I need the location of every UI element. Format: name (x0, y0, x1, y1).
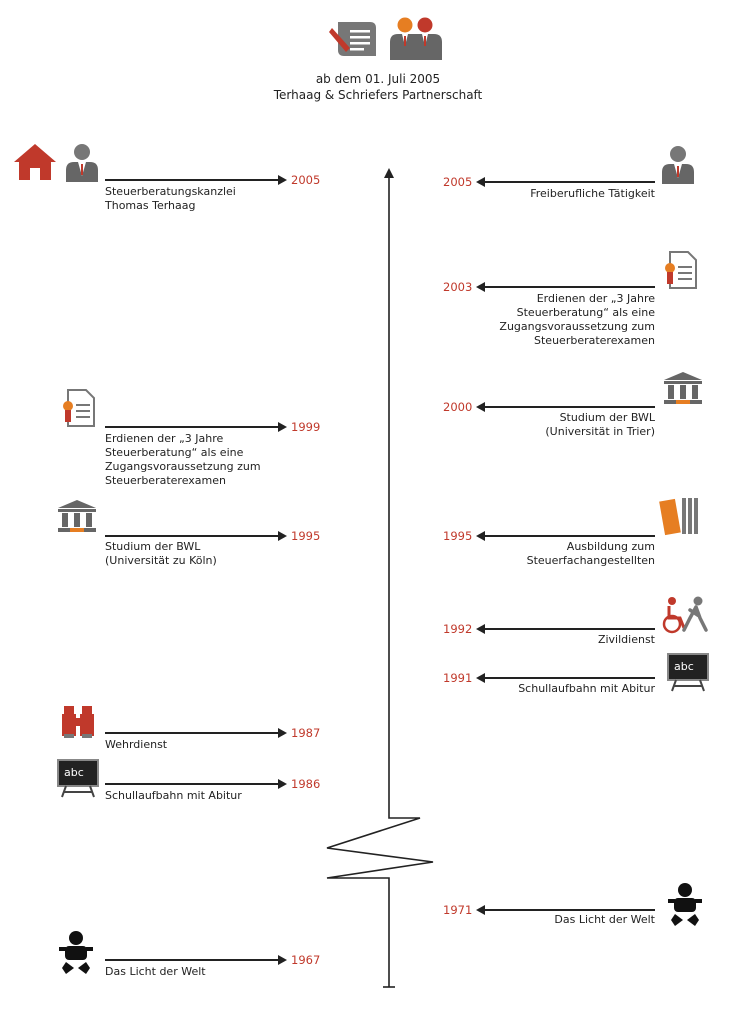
businessman-icon (662, 146, 694, 184)
label-line: (Universität zu Köln) (105, 554, 217, 567)
label-line: Studium der BWL (559, 411, 655, 424)
contract-pen-icon (329, 22, 376, 56)
arrow-right-2005 (483, 181, 655, 183)
house-icon (14, 144, 56, 180)
year-left-1999: 1999 (291, 420, 321, 434)
arrow-left-1986 (105, 783, 280, 785)
arrowhead-left-1986 (278, 779, 287, 789)
arrowhead-right-1971 (476, 905, 485, 915)
label-left-1986: Schullaufbahn mit Abitur (105, 789, 242, 803)
arrow-right-2000 (483, 406, 655, 408)
arrow-left-1987 (105, 732, 280, 734)
arrowhead-right-1995 (476, 531, 485, 541)
label-right-1991: Schullaufbahn mit Abitur (518, 682, 655, 696)
label-line: Steuerberaterexamen (534, 334, 655, 347)
university-icon (58, 500, 96, 532)
arrowhead-left-1995 (278, 531, 287, 541)
label-right-2000: Studium der BWL (Universität in Trier) (545, 411, 655, 439)
label-line: Erdienen der „3 Jahre (536, 292, 655, 305)
civil-service-icon (662, 596, 708, 634)
blackboard-icon: abc (667, 653, 709, 692)
arrowhead-right-2003 (476, 282, 485, 292)
label-line: (Universität in Trier) (545, 425, 655, 438)
certificate-icon (63, 389, 95, 427)
university-icon (664, 372, 702, 404)
blackboard-text: abc (64, 766, 84, 779)
partners-icon (390, 17, 442, 60)
label-line: Freiberufliche Tätigkeit (530, 187, 655, 200)
label-line: Ausbildung zum (566, 540, 655, 553)
label-line: Steuerberaterexamen (105, 474, 226, 487)
blackboard-text: abc (674, 660, 694, 673)
year-right-1995: 1995 (443, 529, 473, 543)
label-line: Schullaufbahn mit Abitur (518, 682, 655, 695)
businessman-icon (66, 144, 98, 182)
arrowhead-right-2000 (476, 402, 485, 412)
baby-icon (59, 931, 93, 974)
arrowhead-right-2005 (476, 177, 485, 187)
label-right-2003: Erdienen der „3 Jahre Steuerberatung“ al… (499, 292, 655, 348)
year-right-2003: 2003 (443, 280, 473, 294)
label-left-1987: Wehrdienst (105, 738, 167, 752)
label-line: Steuerberatung“ als eine (516, 306, 655, 319)
year-right-1991: 1991 (443, 671, 473, 685)
arrow-left-2005 (105, 179, 280, 181)
arrow-right-1995 (483, 535, 655, 537)
label-left-1967: Das Licht der Welt (105, 965, 206, 979)
label-line: Das Licht der Welt (554, 913, 655, 926)
arrowhead-right-1992 (476, 624, 485, 634)
arrowhead-left-1987 (278, 728, 287, 738)
arrowhead-right-1991 (476, 673, 485, 683)
label-line: Das Licht der Welt (105, 965, 206, 978)
label-left-2005: Steuerberatungskanzlei Thomas Terhaag (105, 185, 236, 213)
label-line: Erdienen der „3 Jahre (105, 432, 224, 445)
label-line: Zugangsvoraussetzung zum (499, 320, 655, 333)
label-right-1995: Ausbildung zum Steuerfachangestellten (527, 540, 655, 568)
arrow-right-2003 (483, 286, 655, 288)
arrow-left-1999 (105, 426, 280, 428)
header-partnership: Terhaag & Schriefers Partnerschaft (273, 88, 483, 102)
year-left-1995: 1995 (291, 529, 321, 543)
year-left-1986: 1986 (291, 777, 321, 791)
year-right-1971: 1971 (443, 903, 473, 917)
binoculars-icon (62, 706, 94, 738)
year-left-1967: 1967 (291, 953, 321, 967)
blackboard-icon: abc (57, 759, 99, 798)
arrowhead-left-1999 (278, 422, 287, 432)
label-line: Zugangsvoraussetzung zum (105, 460, 261, 473)
year-right-1992: 1992 (443, 622, 473, 636)
arrowhead-left-1967 (278, 955, 287, 965)
label-line: Studium der BWL (105, 540, 201, 553)
label-right-1992: Zivildienst (598, 633, 655, 647)
label-line: Steuerfachangestellten (526, 554, 655, 567)
label-left-1995: Studium der BWL (Universität zu Köln) (105, 540, 217, 568)
year-left-1987: 1987 (291, 726, 321, 740)
header-date: ab dem 01. Juli 2005 (315, 72, 441, 86)
year-right-2000: 2000 (443, 400, 473, 414)
arrow-right-1992 (483, 628, 655, 630)
year-left-2005: 2005 (291, 173, 321, 187)
label-right-2005: Freiberufliche Tätigkeit (530, 187, 655, 201)
label-line: Steuerberatung“ als eine (105, 446, 244, 459)
year-right-2005: 2005 (443, 175, 473, 189)
arrow-left-1967 (105, 959, 280, 961)
label-right-1971: Das Licht der Welt (554, 913, 655, 927)
arrow-right-1991 (483, 677, 655, 679)
label-left-1999: Erdienen der „3 Jahre Steuerberatung“ al… (105, 432, 261, 488)
binders-icon (659, 498, 698, 536)
certificate-icon (665, 251, 697, 289)
label-line: Schullaufbahn mit Abitur (105, 789, 242, 802)
label-line: Steuerberatungskanzlei (105, 185, 236, 198)
baby-icon (668, 883, 702, 926)
label-line: Wehrdienst (105, 738, 168, 751)
arrow-right-1971 (483, 909, 655, 911)
arrow-left-1995 (105, 535, 280, 537)
label-line: Zivildienst (597, 633, 655, 646)
arrowhead-left-2005 (278, 175, 287, 185)
label-line: Thomas Terhaag (105, 199, 196, 212)
